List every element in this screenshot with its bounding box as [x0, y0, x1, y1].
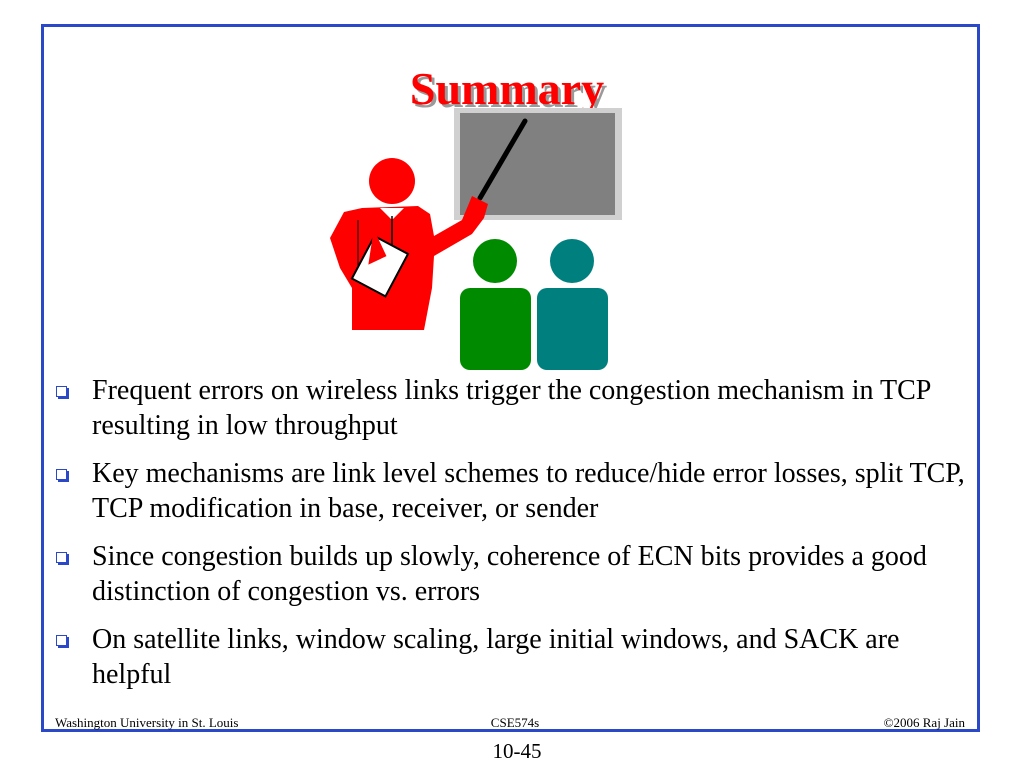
presenter-clipart-icon [330, 108, 622, 370]
presenter-figure [330, 158, 488, 330]
slide-title: Summary [409, 63, 605, 114]
bullet-text: On satellite links, window scaling, larg… [92, 624, 900, 690]
bullet-list: Frequent errors on wireless links trigge… [55, 373, 965, 705]
bullet-item: Frequent errors on wireless links trigge… [55, 373, 965, 443]
bullet-text: Since congestion builds up slowly, coher… [92, 541, 927, 607]
board-screen [460, 113, 615, 215]
bullet-text: Frequent errors on wireless links trigge… [92, 375, 931, 441]
bullet-item: On satellite links, window scaling, larg… [55, 622, 965, 692]
hollow-square-bullet-icon [56, 386, 67, 397]
pointer-stick [477, 118, 528, 201]
hollow-square-bullet-icon [56, 552, 67, 563]
footer-course: CSE574s [490, 715, 540, 730]
footer-institution: Washington University in St. Louis [55, 715, 239, 730]
presenter-collar [380, 208, 404, 220]
hollow-square-bullet-icon [56, 469, 67, 480]
bullet-item: Key mechanisms are link level schemes to… [55, 456, 965, 526]
audience-member-left [460, 239, 531, 370]
bullet-text: Key mechanisms are link level schemes to… [92, 458, 965, 524]
hollow-square-bullet-icon [56, 635, 67, 646]
footer-copyright: ©2006 Raj Jain [883, 715, 965, 730]
presenter-notepad [350, 228, 410, 298]
audience-member-right [537, 239, 608, 370]
bullet-item: Since congestion builds up slowly, coher… [55, 539, 965, 609]
page-number: 10-45 [492, 739, 542, 763]
